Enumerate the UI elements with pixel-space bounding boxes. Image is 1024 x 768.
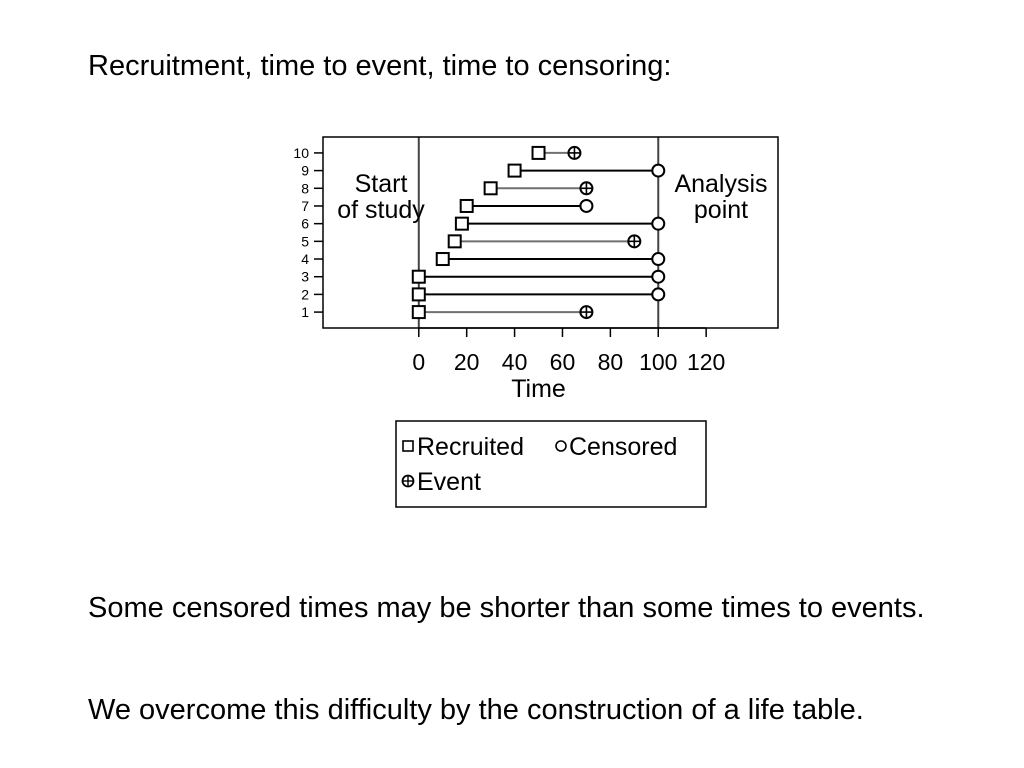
subject-3-recruited-marker xyxy=(411,269,426,284)
y-tick-label-10: 10 xyxy=(293,145,309,161)
y-tick-label-1: 1 xyxy=(301,304,309,320)
y-tick-label-5: 5 xyxy=(301,233,309,249)
reference-label-0-line-1: Start xyxy=(355,170,408,198)
plot-frame xyxy=(322,136,779,329)
y-tick-label-6: 6 xyxy=(301,216,309,232)
legend-censored-marker xyxy=(555,440,567,452)
x-tick-label-100: 100 xyxy=(639,349,677,375)
subject-1-recruited-marker xyxy=(411,305,426,320)
subject-4-recruited-marker xyxy=(435,252,450,267)
x-tick-label-60: 60 xyxy=(550,349,576,375)
x-tick-label-20: 20 xyxy=(454,349,480,375)
x-tick-label-0: 0 xyxy=(412,349,425,375)
paragraph-life-table-note: We overcome this difficulty by the const… xyxy=(88,694,864,726)
reference-label-0-line-2: of study xyxy=(337,196,425,224)
subject-4-censored-marker xyxy=(651,252,666,267)
y-tick-label-4: 4 xyxy=(301,251,309,267)
subject-9-censored-marker xyxy=(651,163,666,178)
subject-10-event-marker xyxy=(567,145,582,160)
subject-6-recruited-marker xyxy=(454,216,469,231)
slide-heading: Recruitment, time to event, time to cens… xyxy=(88,50,672,82)
subject-8-event-marker xyxy=(579,181,594,196)
legend-box xyxy=(395,420,707,508)
y-tick-label-8: 8 xyxy=(301,180,309,196)
legend-event-marker xyxy=(401,474,415,488)
subject-5-recruited-marker xyxy=(447,234,462,249)
subject-2-censored-marker xyxy=(651,287,666,302)
paragraph-censored-note: Some censored times may be shorter than … xyxy=(88,592,925,624)
y-tick-label-7: 7 xyxy=(301,198,309,214)
y-tick-label-9: 9 xyxy=(301,163,309,179)
legend-recruited-marker xyxy=(402,440,414,452)
subject-8-recruited-marker xyxy=(483,181,498,196)
subject-7-censored-marker xyxy=(579,198,594,213)
x-tick-label-80: 80 xyxy=(598,349,624,375)
reference-label-100-line-1: Analysis xyxy=(674,170,767,198)
x-axis-title: Time xyxy=(511,375,566,403)
subject-3-censored-marker xyxy=(651,269,666,284)
subject-7-recruited-marker xyxy=(459,198,474,213)
subject-1-event-marker xyxy=(579,305,594,320)
subject-10-recruited-marker xyxy=(531,145,546,160)
subject-9-recruited-marker xyxy=(507,163,522,178)
x-tick-label-120: 120 xyxy=(687,349,725,375)
subject-2-recruited-marker xyxy=(411,287,426,302)
reference-label-100-line-2: point xyxy=(694,196,748,224)
y-tick-label-2: 2 xyxy=(301,286,309,302)
x-tick-label-40: 40 xyxy=(502,349,528,375)
legend-event-label: Event xyxy=(417,468,481,496)
subject-6-censored-marker xyxy=(651,216,666,231)
subject-5-event-marker xyxy=(627,234,642,249)
legend-recruited-label: Recruited xyxy=(417,433,524,461)
y-tick-label-3: 3 xyxy=(301,269,309,285)
legend-censored-label: Censored xyxy=(569,433,677,461)
